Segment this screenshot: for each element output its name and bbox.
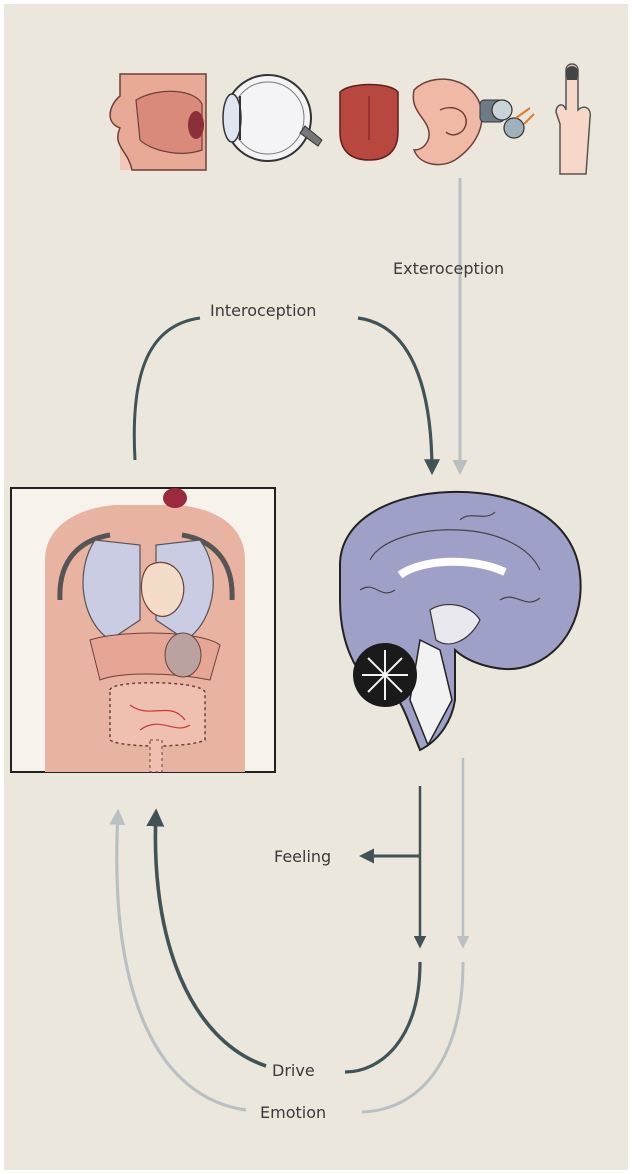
label-emotion: Emotion	[260, 1103, 326, 1122]
label-interoception: Interoception	[210, 301, 316, 320]
label-exteroception: Exteroception	[393, 259, 504, 278]
finger-icon	[556, 64, 590, 174]
brain-icon	[340, 492, 581, 750]
ear-icon	[413, 79, 534, 164]
emotion-arrow	[362, 962, 463, 1112]
label-feeling: Feeling	[274, 847, 331, 866]
tongue-icon	[340, 85, 398, 161]
eye-icon	[223, 75, 322, 161]
label-drive: Drive	[272, 1061, 315, 1080]
drive-arrow	[345, 962, 420, 1072]
nose-icon	[110, 74, 206, 170]
body-organs-icon	[11, 488, 275, 772]
interoception-arrow	[134, 318, 200, 460]
